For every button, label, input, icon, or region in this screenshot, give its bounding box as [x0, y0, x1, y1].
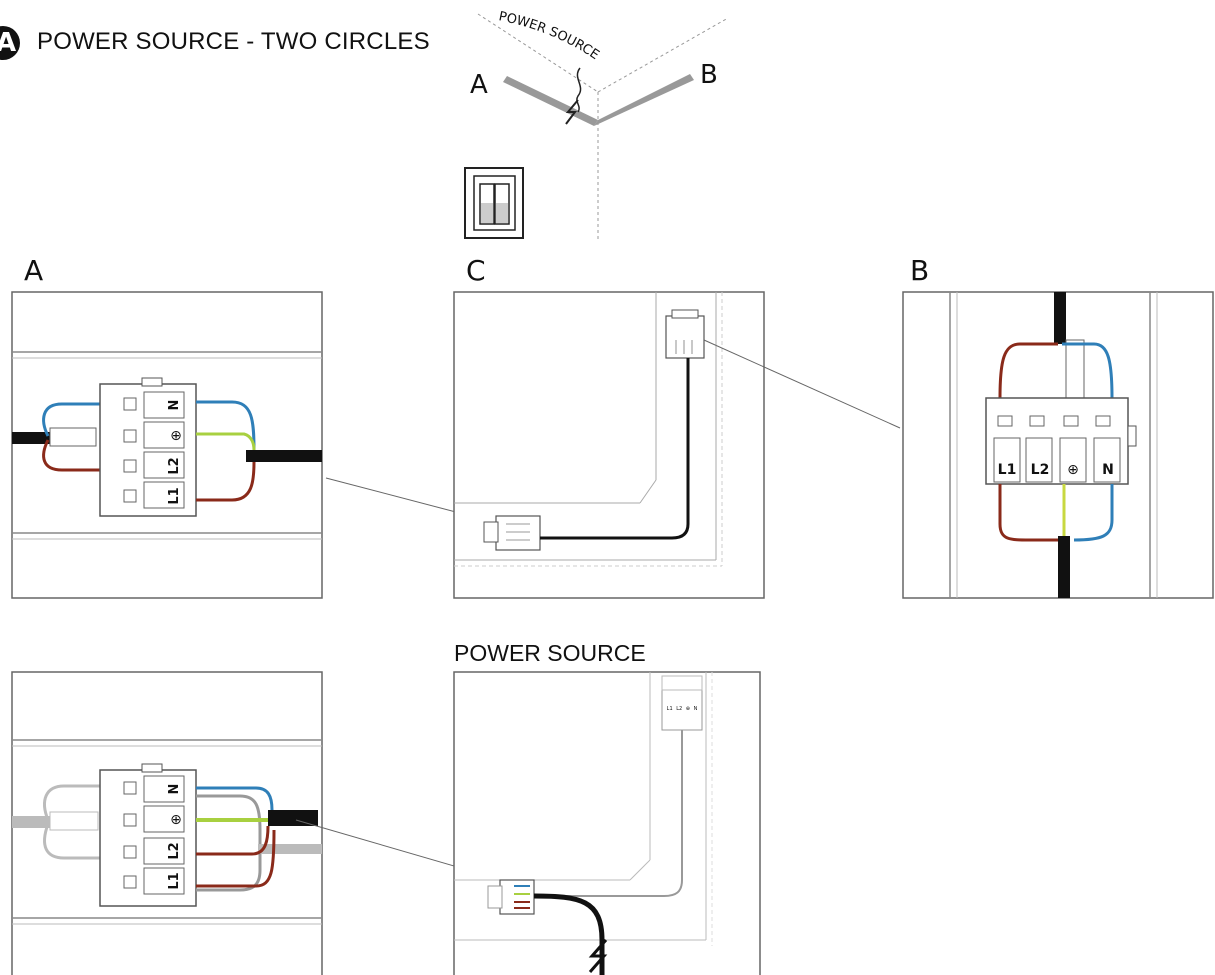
panel-a-terminal-earth: ⊕ [170, 428, 182, 444]
panel-c-label: C [466, 254, 486, 287]
leader-c-to-b [703, 339, 901, 429]
panel-a-blue-in [42, 402, 100, 437]
panel-a: N ⊕ L2 L1 [11, 291, 323, 599]
panel-d-terminal-n: N [167, 784, 182, 795]
panel-b-label: B [910, 254, 930, 287]
panel-a-terminal-l2: L2 [167, 457, 182, 474]
panel-b-terminal-l2: L2 [1031, 462, 1050, 478]
step-badge: A [0, 26, 20, 60]
panel-d-terminal-l2: L2 [167, 842, 182, 859]
panel-e-supply-cable [533, 893, 605, 975]
lightning-icon [565, 99, 579, 125]
panel-b-terminal-l1: L1 [998, 462, 1017, 478]
panel-e-lightning-icon [588, 939, 608, 973]
panel-a-brown-in [42, 439, 100, 472]
panel-d-supply-cable [268, 810, 318, 826]
supply-wire [576, 67, 582, 113]
panel-a-blue-out [196, 400, 256, 451]
panel-b-brown-out [998, 484, 1060, 542]
panel-a-label: A [24, 254, 44, 287]
panel-d-brown-l1 [196, 829, 276, 888]
panel-d-terminal-l1: L1 [167, 872, 182, 889]
panel-a-terminal-l1: L1 [167, 487, 182, 504]
panel-d: N ⊕ L2 L1 [11, 671, 323, 975]
panel-a-brown-out [196, 461, 256, 502]
panel-e-terminal-l1: L1 [667, 706, 673, 712]
panel-c-cable [540, 358, 690, 540]
panel-e-terminal-l2: L2 [676, 706, 682, 712]
panel-a-input-cable [12, 432, 50, 444]
panel-b-brown-in [998, 342, 1058, 399]
panel-e: L1 L2 ⊕ N [453, 671, 761, 975]
wall-switch-icon [464, 167, 524, 239]
overview-label-a: A [470, 70, 488, 100]
profile-a-strip [503, 76, 598, 126]
panel-c-top-connector [665, 315, 705, 359]
panel-b-terminal-earth: ⊕ [1067, 462, 1079, 478]
panel-c-left-connector [495, 515, 541, 551]
panel-b-top-cable [1054, 292, 1066, 344]
page-title: POWER SOURCE - TWO CIRCLES [37, 28, 430, 55]
panel-b-blue-out [1073, 484, 1114, 542]
panel-e-frame [453, 671, 761, 975]
panel-b-terminal-n: N [1102, 462, 1114, 478]
panel-e-terminal-row: L1 L2 ⊕ N [667, 706, 698, 712]
overview-label-b: B [700, 60, 718, 90]
overview-illustration: POWER SOURCE A B [464, 9, 729, 240]
panel-d-blue [196, 786, 274, 811]
panel-e-label: POWER SOURCE [454, 640, 646, 666]
panel-b-blue-in [1062, 342, 1114, 399]
panel-c-frame [453, 291, 765, 599]
panel-a-output-cable [246, 450, 322, 462]
panel-a-earth-out [196, 432, 256, 451]
panel-c [453, 291, 765, 599]
panel-e-terminal-earth: ⊕ [686, 706, 690, 712]
panel-b: L1 L2 ⊕ N [902, 291, 1214, 599]
panel-d-terminal-earth: ⊕ [170, 812, 182, 828]
panel-e-terminal-n: N [694, 706, 698, 712]
overview-source-label: POWER SOURCE [497, 9, 601, 63]
panel-b-bottom-cable [1058, 536, 1070, 598]
panel-d-brown-l2 [196, 825, 270, 856]
panel-a-terminal-n: N [167, 400, 182, 411]
profile-b-strip [594, 74, 694, 126]
